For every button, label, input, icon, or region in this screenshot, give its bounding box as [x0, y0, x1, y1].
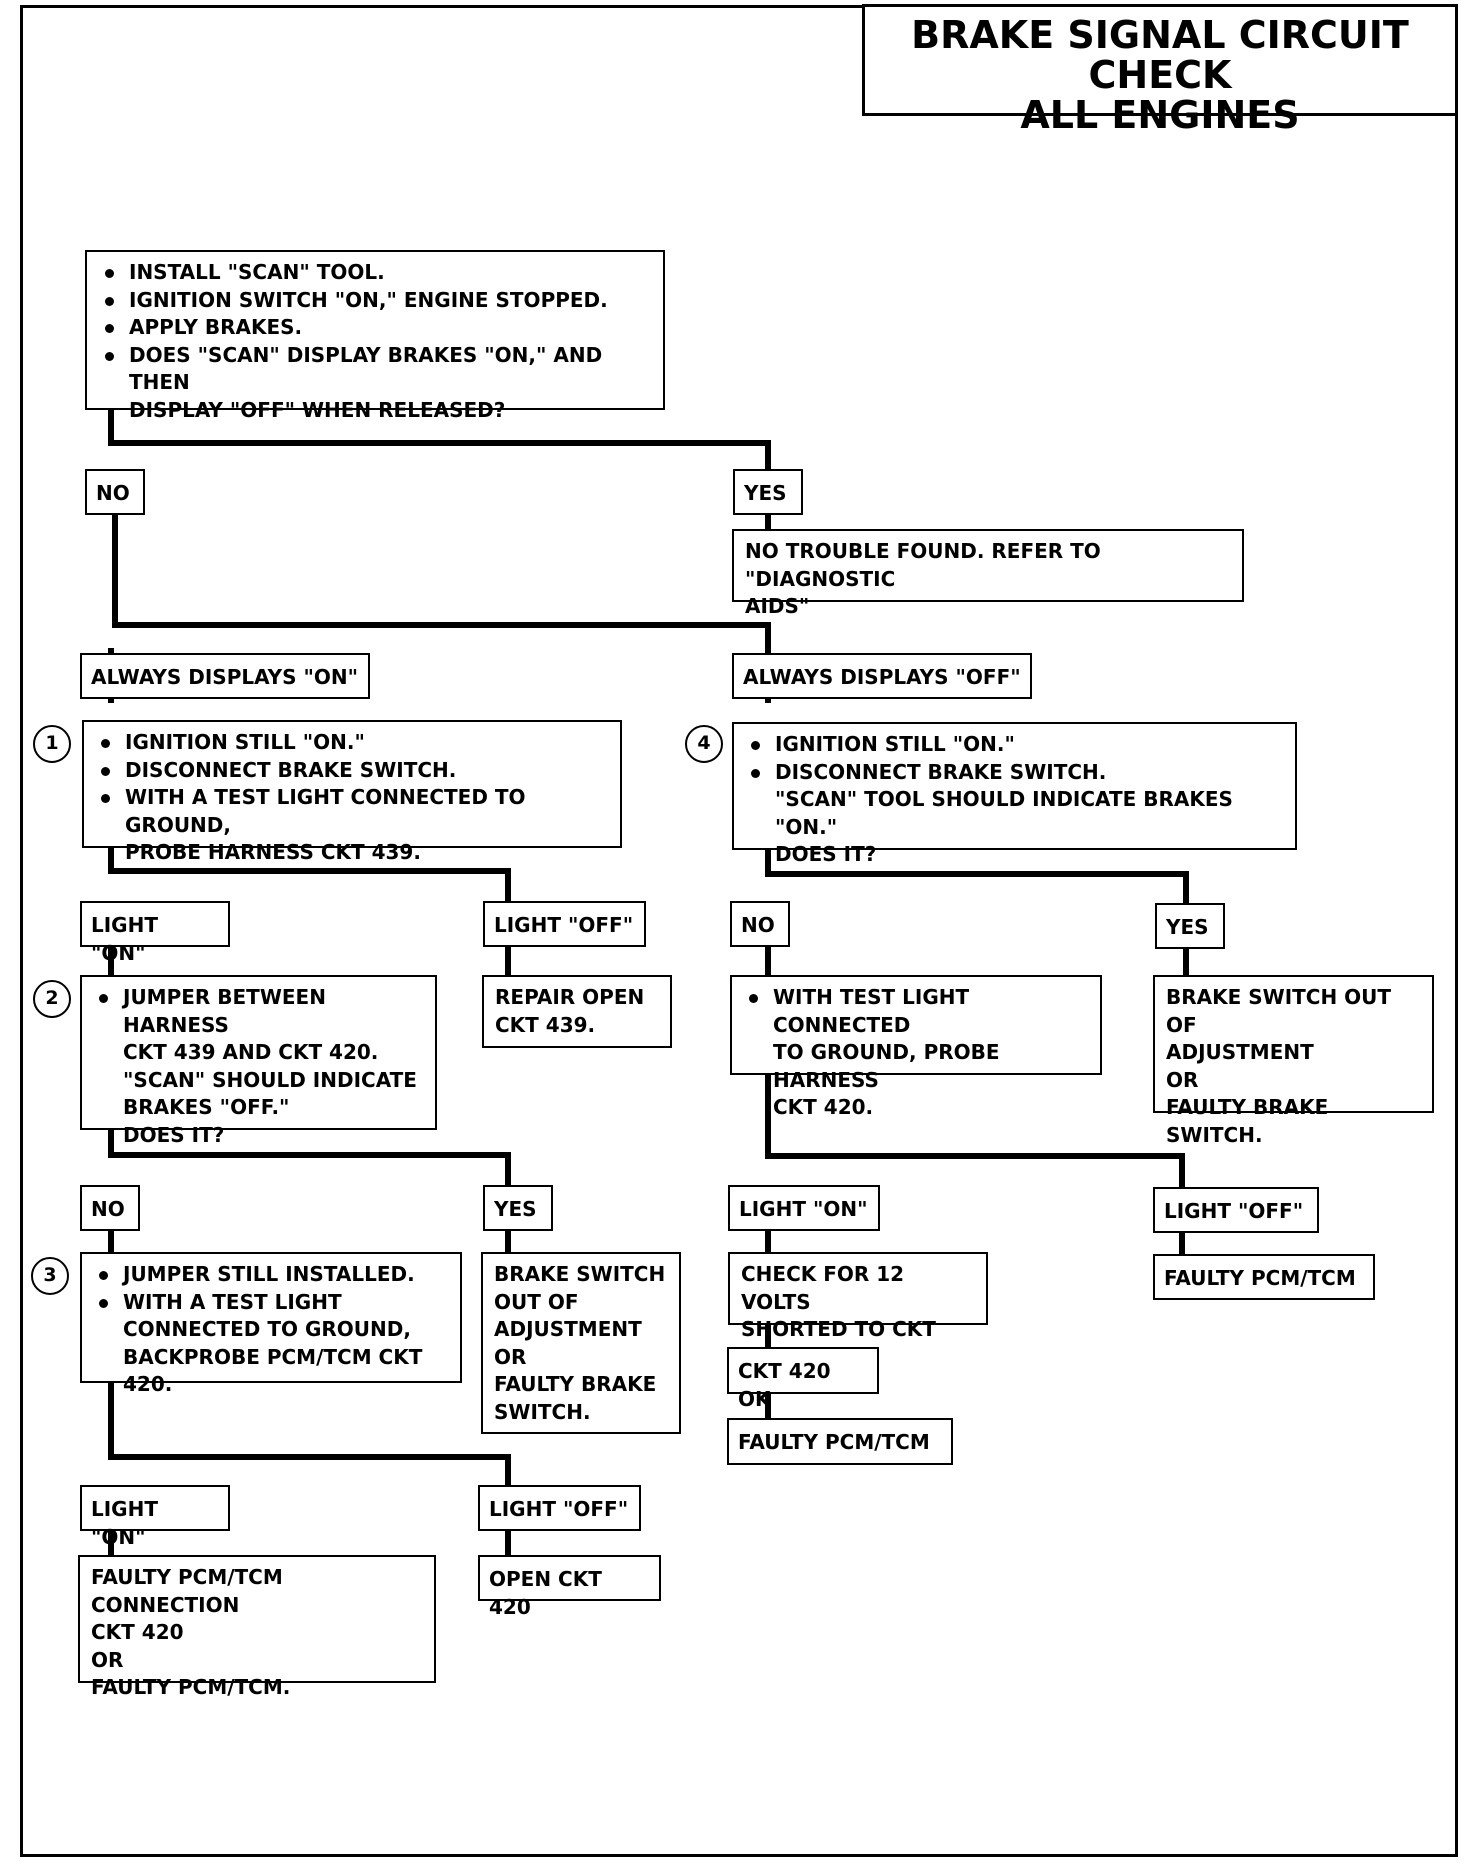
no-trouble-line-2: AIDS"	[745, 594, 810, 618]
step-3-cont: CONNECTED TO GROUND,	[123, 1317, 411, 1341]
step-3-box: JUMPER STILL INSTALLED. WITH A TEST LIGH…	[80, 1252, 462, 1396]
check-12-volts-box: CHECK FOR 12 VOLTS SHORTED TO CKT 420	[728, 1252, 988, 1369]
probe-420-cont: CKT 420.	[773, 1095, 874, 1119]
step-2-cont: BRAKES "OFF."	[123, 1095, 290, 1119]
label-yes-start: YES	[733, 469, 803, 515]
step-number-3: 3	[31, 1257, 69, 1295]
open-ckt-420-box: OPEN CKT 420	[478, 1555, 661, 1619]
step-4-item: IGNITION STILL "ON."	[745, 731, 1284, 759]
result-line: FAULTY PCM/TCM CONNECTION	[91, 1565, 283, 1617]
result-line: ADJUSTMENT	[494, 1317, 642, 1341]
connector	[108, 1380, 511, 1490]
start-check-box: INSTALL "SCAN" TOOL. IGNITION SWITCH "ON…	[85, 250, 665, 422]
title-line-1: BRAKE SIGNAL CIRCUIT CHECK	[911, 13, 1409, 97]
step-4-cont: DOES IT?	[775, 842, 877, 866]
result-line: CKT 420	[91, 1620, 184, 1644]
page-frame	[20, 5, 1458, 1857]
step-4-item: DISCONNECT BRAKE SWITCH.	[745, 759, 1284, 787]
result-line: OUT OF	[494, 1289, 579, 1314]
ckt-420-ok-box: CKT 420 OK	[727, 1347, 879, 1411]
result-line: FAULTY BRAKE SWITCH.	[1166, 1095, 1329, 1147]
label-no-step4: NO	[730, 901, 790, 947]
label-yes-step2: YES	[483, 1185, 553, 1231]
step-4-cont: "SCAN" TOOL SHOULD INDICATE BRAKES "ON."	[775, 787, 1233, 839]
result-line: FAULTY BRAKE	[494, 1372, 657, 1396]
step-3-item: JUMPER STILL INSTALLED.	[93, 1261, 449, 1289]
label-light-off-1: LIGHT "OFF"	[483, 901, 646, 947]
label-no-start: NO	[85, 469, 145, 515]
step-2-cont: "SCAN" SHOULD INDICATE	[123, 1067, 417, 1092]
faulty-pcm-tcm-right-box: FAULTY PCM/TCM	[1153, 1254, 1375, 1300]
repair-line: REPAIR OPEN	[495, 985, 645, 1009]
step-1-item: DISCONNECT BRAKE SWITCH.	[95, 757, 609, 785]
probe-420-box: WITH TEST LIGHT CONNECTED TO GROUND, PRO…	[730, 975, 1102, 1119]
start-step-3: APPLY BRAKES.	[99, 314, 652, 342]
label-no-step2: NO	[80, 1185, 140, 1231]
result-line: ADJUSTMENT	[1166, 1040, 1314, 1064]
step-4-box: IGNITION STILL "ON." DISCONNECT BRAKE SW…	[732, 722, 1297, 866]
connector	[108, 407, 771, 473]
start-step-1: INSTALL "SCAN" TOOL.	[99, 259, 652, 287]
result-line: OR	[91, 1647, 124, 1672]
step-1-box: IGNITION STILL "ON." DISCONNECT BRAKE SW…	[82, 720, 622, 864]
step-2-cont: DOES IT?	[123, 1122, 225, 1147]
connector	[108, 842, 511, 904]
step-3-cont: BACKPROBE PCM/TCM CKT 420.	[123, 1344, 423, 1397]
step-2-cont: CKT 439 AND CKT 420.	[123, 1040, 379, 1064]
repair-line: CKT 439.	[495, 1012, 596, 1037]
result-line: OR	[1166, 1067, 1199, 1092]
result-line: FAULTY PCM/TCM.	[91, 1675, 291, 1699]
step-number-4: 4	[685, 725, 723, 763]
result-line: SWITCH.	[494, 1399, 591, 1424]
step-number-1: 1	[33, 725, 71, 763]
result-line: BRAKE SWITCH	[494, 1262, 666, 1286]
no-trouble-found-box: NO TROUBLE FOUND. REFER TO "DIAGNOSTIC A…	[732, 529, 1244, 618]
result-line: OR	[494, 1344, 527, 1369]
label-light-on-3: LIGHT "ON"	[80, 1485, 230, 1549]
label-always-off: ALWAYS DISPLAYS "OFF"	[732, 653, 1032, 699]
faulty-connection-box: FAULTY PCM/TCM CONNECTION CKT 420 OR FAU…	[78, 1555, 436, 1699]
step-number-2: 2	[33, 980, 71, 1018]
no-trouble-line-1: NO TROUBLE FOUND. REFER TO "DIAGNOSTIC	[745, 539, 1101, 591]
title-line-2: ALL ENGINES	[1020, 93, 1300, 137]
start-step-2: IGNITION SWITCH "ON," ENGINE STOPPED.	[99, 287, 652, 315]
step-1-cont: PROBE HARNESS CKT 439.	[125, 840, 421, 864]
brake-switch-adjustment-right-box: BRAKE SWITCH OUT OF ADJUSTMENT OR FAULTY…	[1153, 975, 1434, 1147]
label-light-off-420: LIGHT "OFF"	[1153, 1187, 1319, 1233]
step-2-box: JUMPER BETWEEN HARNESS CKT 439 AND CKT 4…	[80, 975, 437, 1147]
probe-420-cont: TO GROUND, PROBE HARNESS	[773, 1040, 1000, 1092]
label-light-on-1: LIGHT "ON"	[80, 901, 230, 965]
connector	[112, 504, 771, 658]
label-always-on: ALWAYS DISPLAYS "ON"	[80, 653, 370, 699]
step-1-item: IGNITION STILL "ON."	[95, 729, 609, 757]
probe-420-item: WITH TEST LIGHT CONNECTED	[743, 984, 1089, 1039]
connector	[765, 842, 1189, 906]
connector	[765, 1072, 1185, 1191]
start-step-4: DOES "SCAN" DISPLAY BRAKES "ON," AND THE…	[99, 342, 652, 397]
result-line: BRAKE SWITCH OUT OF	[1166, 985, 1392, 1037]
label-yes-step4: YES	[1155, 903, 1225, 949]
chart-title: BRAKE SIGNAL CIRCUIT CHECK ALL ENGINES	[862, 4, 1458, 135]
label-light-off-3: LIGHT "OFF"	[478, 1485, 641, 1531]
step-3-item: WITH A TEST LIGHT	[93, 1289, 449, 1317]
step-1-item: WITH A TEST LIGHT CONNECTED TO GROUND,	[95, 784, 609, 839]
connector	[108, 1127, 511, 1189]
result-line: CHECK FOR 12 VOLTS	[741, 1262, 905, 1314]
start-step-4-cont: DISPLAY "OFF" WHEN RELEASED?	[129, 397, 506, 422]
step-2-item: JUMPER BETWEEN HARNESS	[93, 984, 424, 1039]
faulty-pcm-tcm-box: FAULTY PCM/TCM	[727, 1418, 953, 1465]
brake-switch-adjustment-left-box: BRAKE SWITCH OUT OF ADJUSTMENT OR FAULTY…	[481, 1252, 681, 1434]
label-light-on-420: LIGHT "ON"	[728, 1185, 880, 1231]
repair-open-439-box: REPAIR OPEN CKT 439.	[482, 975, 672, 1048]
